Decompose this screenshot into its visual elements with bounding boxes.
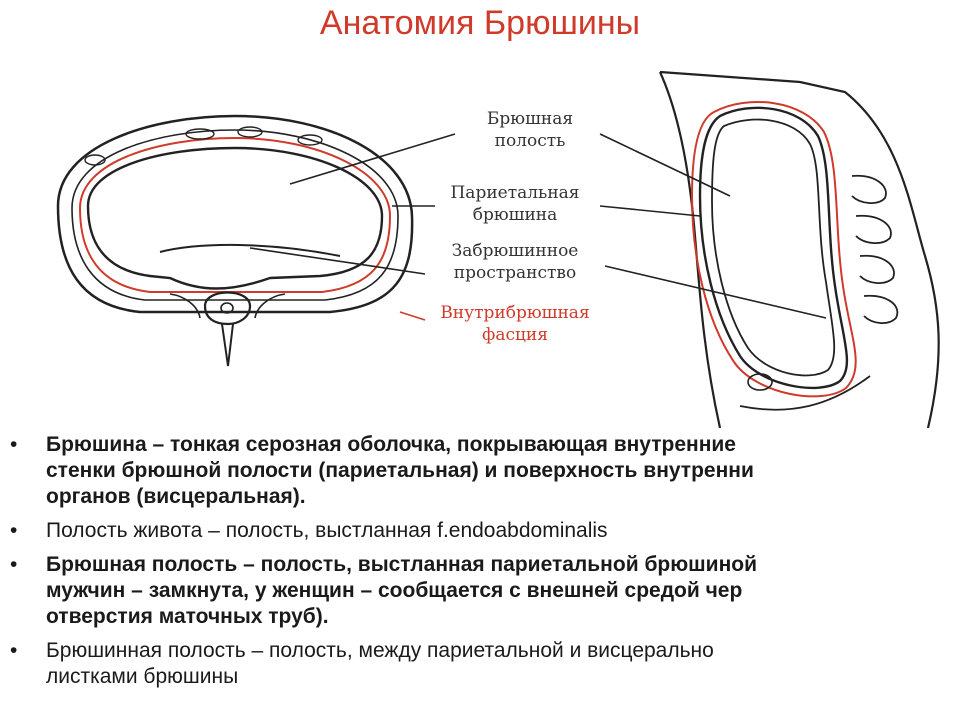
bullet-peritoneum: • Брюшина – тонкая серозная оболочка, по… — [0, 432, 960, 510]
bullet-line: листками брюшины — [46, 665, 239, 688]
vertebra-2 — [855, 214, 892, 244]
right-psoas — [254, 293, 286, 319]
vertebra-1 — [851, 174, 887, 204]
label-parietal-peritoneum-line-2: брюшина — [472, 205, 558, 225]
muscle-4 — [297, 134, 323, 146]
cavity-inner — [711, 118, 836, 377]
bullet-abdominal-space: • Полость живота – полость, выстланная f… — [0, 518, 960, 544]
bullet-line: Брюшинная полость – полость, между парие… — [46, 639, 714, 662]
muscle-3 — [237, 126, 263, 138]
cavity-contour — [86, 146, 384, 290]
sagittal-section — [658, 70, 940, 428]
retro-organ — [159, 243, 341, 257]
spinous-process — [221, 323, 234, 367]
vertebra-4 — [863, 294, 899, 324]
cavity-red — [690, 101, 857, 398]
definitions-list: • Брюшина – тонкая серозная оболочка, по… — [0, 432, 960, 698]
label-retroperitoneal-space: Забрюшинное пространство — [405, 240, 625, 284]
slide-title: Анатомия Брюшины — [319, 4, 641, 42]
bullet-dot: • — [10, 639, 18, 662]
label-intraabdominal-fascia-line-2: фасция — [482, 325, 548, 345]
spinal-canal — [220, 302, 234, 314]
muscle-1 — [84, 154, 106, 166]
leader-retro-left — [249, 247, 426, 275]
pelvic-organ — [747, 373, 773, 391]
label-abdominal-cavity-line-2: полость — [494, 131, 566, 151]
cavity-outer — [698, 106, 849, 390]
bullet-dot: • — [10, 553, 18, 576]
bullet-peritoneal-cavity: • Брюшинная полость – полость, между пар… — [0, 638, 960, 690]
left-psoas — [169, 293, 201, 319]
vertebra-3 — [859, 254, 895, 284]
leader-cavity-left — [289, 133, 456, 185]
bullet-line: Полость живота – полость, выстланная f.e… — [46, 519, 608, 542]
outer-body-wall — [56, 114, 414, 314]
label-retroperitoneal-space-line-1: Забрюшинное — [451, 241, 579, 261]
leader-lines — [249, 133, 827, 321]
peritoneum-anatomy-diagram — [56, 70, 940, 428]
bullet-line: отверстия маточных труб). — [46, 605, 329, 628]
label-retroperitoneal-space-line-2: пространство — [453, 263, 577, 283]
bullet-line: Брюшина – тонкая серозная оболочка, покр… — [46, 433, 736, 456]
muscle-2 — [185, 128, 215, 140]
bullet-line: стенки брюшной полости (париетальная) и … — [46, 459, 754, 482]
label-intraabdominal-fascia: Внутрибрюшная фасция — [405, 302, 625, 346]
body-outline — [659, 70, 940, 428]
bullet-line: Брюшная полость – полость, выстланная па… — [46, 553, 758, 576]
bullet-abdominal-cavity: • Брюшная полость – полость, выстланная … — [0, 552, 960, 630]
bullet-dot: • — [10, 519, 18, 542]
leader-fascia-left — [399, 311, 426, 321]
inner-wall-1 — [71, 129, 399, 301]
bullet-line: мужчин – замкнута, у женщин – сообщается… — [46, 579, 743, 602]
label-parietal-peritoneum-line-1: Париетальная — [450, 183, 580, 203]
pelvic-floor — [739, 375, 871, 411]
label-intraabdominal-fascia-line-1: Внутрибрюшная — [440, 303, 590, 323]
bullet-line: органов (висцеральная). — [46, 485, 306, 508]
transverse-section — [56, 114, 414, 367]
spine-vertebra — [203, 291, 252, 326]
bullet-dot: • — [10, 433, 18, 456]
front-wall — [658, 71, 722, 428]
parietal-line-red — [78, 136, 392, 293]
leader-cavity-right — [599, 133, 731, 197]
leader-retro-right — [604, 265, 827, 319]
label-abdominal-cavity-line-1: Брюшная — [486, 109, 574, 129]
leader-parietal-right — [599, 205, 701, 217]
label-abdominal-cavity: Брюшная полость — [420, 108, 640, 152]
label-parietal-peritoneum: Париетальная брюшина — [405, 182, 625, 226]
